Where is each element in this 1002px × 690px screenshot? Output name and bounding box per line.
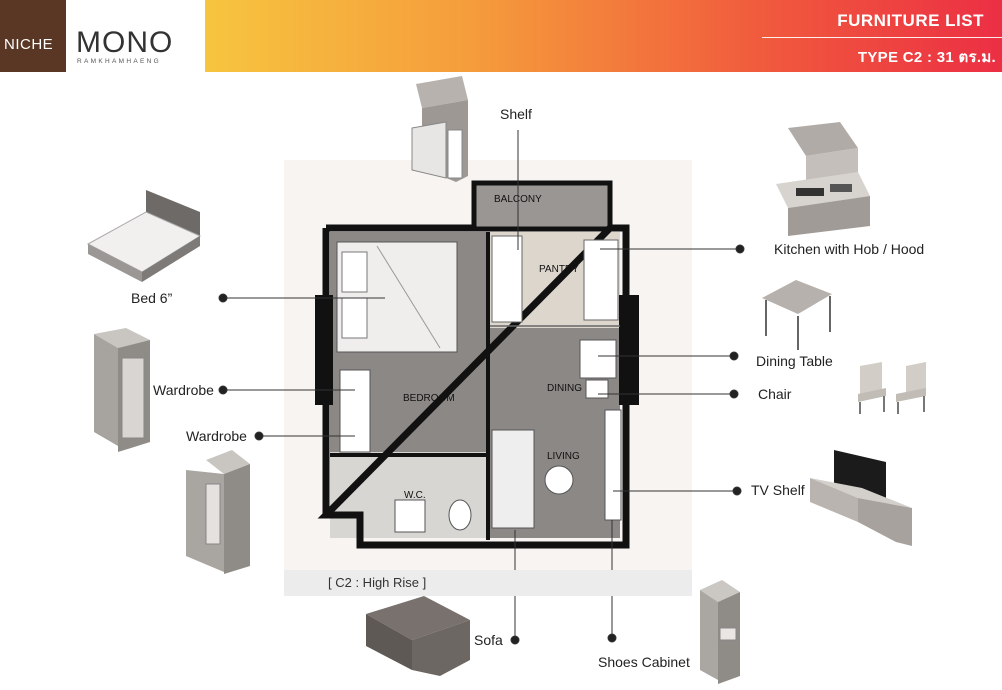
- callout-dot: [254, 431, 264, 441]
- plan-toilet: [448, 499, 472, 531]
- title-divider: [762, 37, 1002, 38]
- brand-area: NICHE MONO RAMKHAMHAENG: [0, 0, 205, 72]
- plan-tv-shelf: [604, 409, 622, 521]
- label-tv-shelf: TV Shelf: [751, 482, 805, 498]
- label-sofa: Sofa: [474, 632, 503, 648]
- plan-coffee-table: [544, 465, 574, 495]
- shelf-illustration: [411, 76, 468, 182]
- bed-illustration: [86, 190, 202, 282]
- plan-basin: [394, 499, 426, 533]
- callout-dot: [732, 486, 742, 496]
- dining-table-illustration: [762, 280, 832, 350]
- wardrobe-1-illustration: [94, 328, 150, 452]
- right-window-block: [619, 295, 639, 405]
- mono-logo-subtitle: RAMKHAMHAENG: [77, 58, 161, 65]
- plan-bed-fold: [376, 245, 441, 349]
- room-label-dining: DINING: [547, 383, 582, 394]
- room-label-bedroom: BEDROOM: [403, 393, 455, 404]
- wardrobe-2-illustration: [186, 450, 250, 574]
- label-shelf: Shelf: [500, 106, 532, 122]
- plan-pillow: [341, 251, 368, 293]
- header-banner: [205, 0, 1002, 72]
- floor-plan: [315, 180, 639, 549]
- label-wardrobe-2: Wardrobe: [186, 428, 247, 444]
- header: NICHE MONO RAMKHAMHAENG FURNITURE LIST T…: [0, 0, 1002, 72]
- plan-pillow: [341, 297, 368, 339]
- callout-dot: [607, 633, 617, 643]
- plan-chair: [585, 379, 609, 399]
- label-kitchen: Kitchen with Hob / Hood: [774, 241, 925, 257]
- plan-dining-table: [579, 339, 617, 379]
- callout-dot: [735, 244, 745, 254]
- callout-dot: [218, 385, 228, 395]
- balcony-wall: [471, 180, 613, 232]
- room-label-wc: W.C.: [404, 490, 426, 501]
- callout-dot: [729, 389, 739, 399]
- unit-type: TYPE C2 : 31 ตร.ม.: [857, 49, 996, 66]
- plan-sofa: [491, 429, 535, 529]
- label-wardrobe-1: Wardrobe: [153, 382, 214, 398]
- label-chair: Chair: [758, 386, 792, 402]
- niche-logo: NICHE: [0, 0, 66, 72]
- balcony-floor: [474, 183, 610, 229]
- page-title: FURNITURE LIST: [837, 11, 984, 30]
- label-shoes-cabinet: Shoes Cabinet: [598, 654, 690, 670]
- label-bed: Bed 6”: [131, 290, 173, 306]
- plan-shelf: [491, 235, 523, 323]
- chair-illustration: [858, 362, 926, 414]
- tv-shelf-illustration: [810, 450, 912, 546]
- mono-logo-text: MONO: [76, 26, 174, 59]
- sofa-illustration: [366, 596, 470, 676]
- plan-kitchen-counter: [583, 239, 619, 321]
- plan-wardrobe: [339, 369, 371, 453]
- callout-dot: [729, 351, 739, 361]
- room-label-living: LIVING: [547, 451, 580, 462]
- plan-caption: [ C2 : High Rise ]: [328, 575, 427, 590]
- label-dining-table: Dining Table: [756, 353, 833, 369]
- plan-caption-box: [ C2 : High Rise ]: [284, 570, 692, 596]
- niche-logo-text: NICHE: [4, 36, 54, 53]
- shoes-cabinet-illustration: [700, 580, 740, 684]
- callout-dot: [510, 635, 520, 645]
- room-label-pantry: PANTRY: [539, 264, 579, 275]
- left-window-block: [315, 295, 333, 405]
- kitchen-illustration: [776, 122, 870, 236]
- callout-dot: [218, 293, 228, 303]
